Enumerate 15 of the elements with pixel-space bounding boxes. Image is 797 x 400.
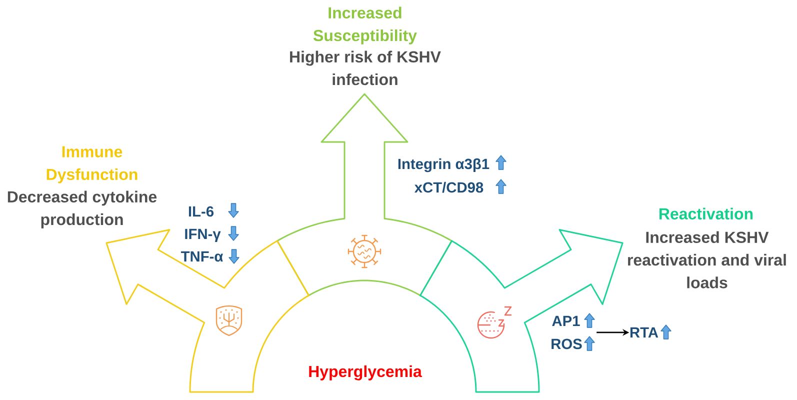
marker-label: RTA xyxy=(630,327,658,338)
heading: Immune Dysfunction xyxy=(46,146,138,184)
heading: Increased Susceptibility xyxy=(313,6,417,44)
center-label: Hyperglycemia xyxy=(309,365,422,380)
marker-label: AP1 xyxy=(552,316,580,326)
description: Higher risk of KSHV infection xyxy=(290,50,441,86)
marker-label: Integrin α3β1 xyxy=(398,158,490,172)
marker-label: TNF-α xyxy=(180,251,224,262)
description: Increased KSHV reactivation and viral loads xyxy=(628,231,786,288)
description: Decreased cytokine production xyxy=(8,190,157,228)
heading: Reactivation xyxy=(660,208,753,220)
marker-label: ROS xyxy=(552,338,582,350)
marker-label: IL-6 xyxy=(188,206,214,217)
marker-label: xCT/CD98 xyxy=(414,182,484,193)
marker-label: IFN-γ xyxy=(185,228,221,242)
